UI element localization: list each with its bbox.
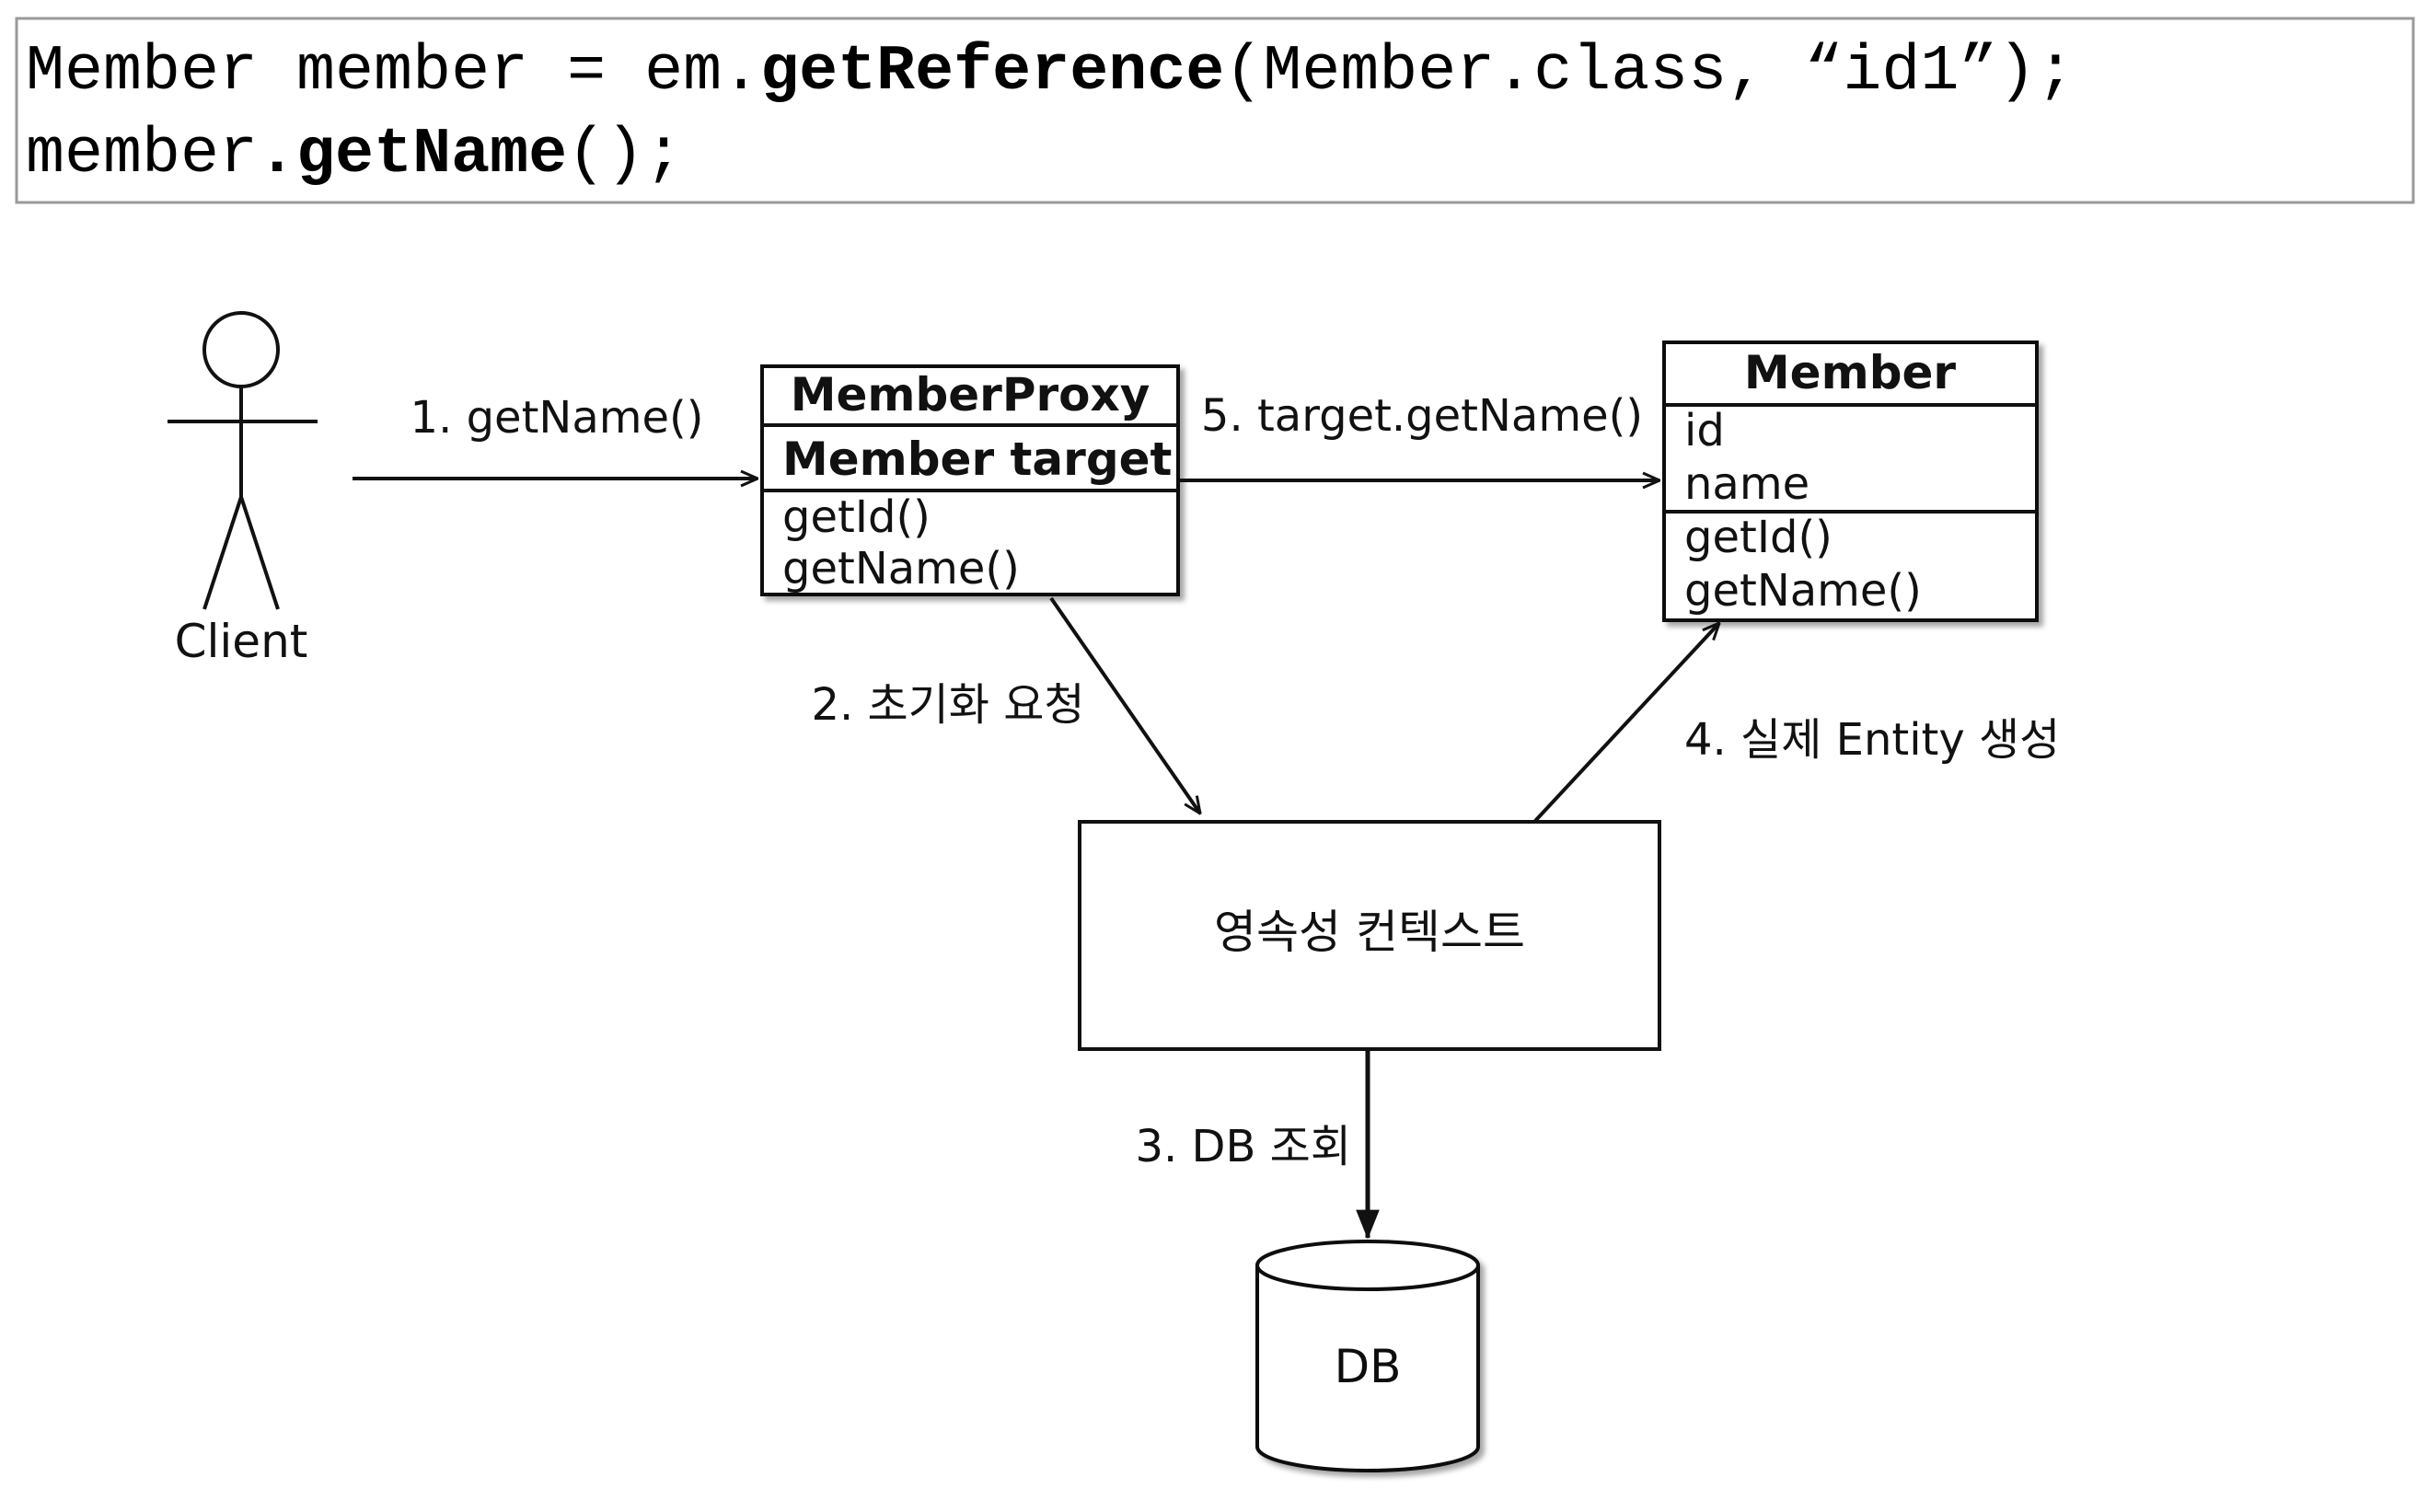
- step-4-arrow: 4. 실제 Entity 생성: [1533, 623, 2060, 823]
- code-text: (Member.class, “id1”);: [1224, 36, 2075, 109]
- member-field: name: [1684, 458, 1809, 510]
- code-text: ();: [567, 119, 683, 191]
- proxy-target-field: Member target: [782, 433, 1172, 486]
- client-label: Client: [175, 615, 308, 668]
- step-1-arrow: 1. getName(): [353, 392, 757, 479]
- code-text: Member member = em.: [26, 36, 760, 109]
- code-text: member: [26, 119, 258, 191]
- persistence-context-label: 영속성 컨텍스트: [1214, 906, 1525, 959]
- proxy-method: getName(): [782, 543, 1020, 594]
- member-field: id: [1684, 405, 1725, 456]
- db-label: DB: [1335, 1340, 1402, 1393]
- database-cylinder: DB: [1255, 1240, 1480, 1472]
- step-5-label: 5. target.getName(): [1201, 390, 1643, 442]
- proxy-class-title: MemberProxy: [791, 368, 1150, 421]
- client-actor: Client: [168, 311, 318, 668]
- member-proxy-class: MemberProxy Member target getId() getNam…: [760, 364, 1180, 596]
- proxy-method: getId(): [782, 491, 931, 543]
- step-4-label: 4. 실제 Entity 생성: [1684, 714, 2060, 766]
- code-line-1: Member member = em.getReference(Member.c…: [26, 36, 2075, 109]
- step-3-label: 3. DB 조회: [1135, 1121, 1351, 1172]
- code-line-2: member.getName();: [26, 119, 683, 191]
- step-2-label: 2. 초기화 요청: [811, 679, 1084, 731]
- member-method: getName(): [1684, 565, 1922, 617]
- member-class: Member id name getId() getName(): [1662, 340, 2039, 622]
- code-method-getreference: getReference: [760, 36, 1224, 109]
- member-method: getId(): [1684, 512, 1833, 563]
- code-snippet: Member member = em.getReference(Member.c…: [15, 17, 2415, 204]
- member-class-title: Member: [1744, 346, 1956, 399]
- step-2-arrow: 2. 초기화 요청: [811, 596, 1200, 814]
- persistence-context-box: 영속성 컨텍스트: [1078, 820, 1661, 1051]
- step-3-arrow: 3. DB 조회: [1135, 1051, 1380, 1240]
- step-1-label: 1. getName(): [410, 392, 704, 444]
- step-5-arrow: 5. target.getName(): [1180, 390, 1659, 480]
- code-method-getname: .getName: [258, 119, 567, 191]
